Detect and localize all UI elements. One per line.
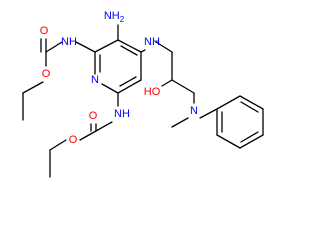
ring-bond-c2-c3 — [94, 39, 119, 53]
atom-ho: HO — [144, 86, 161, 98]
atom-n-amine: N — [190, 105, 198, 117]
bond-nh-right-ch2 — [155, 41, 173, 53]
atom-nh-right: NH — [144, 36, 160, 48]
atom-labels: NH2 NH O O N NH HO N NH O O — [40, 10, 198, 146]
bonds — [22, 24, 264, 178]
bond-carbonyl-oester-bottom — [79, 130, 97, 141]
phenyl-bond-5 — [216, 134, 241, 149]
bond-oester-ch2-left — [22, 81, 44, 94]
phenyl-bond-2-double — [240, 101, 259, 113]
atom-o-carbonyl-bottom: O — [89, 110, 98, 122]
ring-bond-c3-c4 — [117, 39, 142, 53]
bond-c4-nh-right — [140, 49, 146, 53]
bond-nh-carbonyl-left — [45, 41, 63, 53]
atom-o-ester-left: O — [42, 68, 51, 80]
structure-diagram: NH2 NH O O N NH HO N NH O O — [22, 10, 264, 178]
ring-bond-c6-n1 — [101, 83, 119, 94]
atom-nh2: NH2 — [104, 10, 125, 24]
ring-bond-c3-c4-double — [120, 45, 138, 56]
ring-bond-c5-c6 — [117, 79, 142, 94]
atom-o-carbonyl-left: O — [40, 25, 49, 37]
bond-nh-carbonyl-bottom — [95, 121, 113, 132]
phenyl-bond-1 — [216, 95, 241, 110]
bond-namine-methyl — [171, 117, 189, 128]
atom-o-ester-bottom: O — [69, 134, 78, 146]
atom-nh-bottom: NH — [114, 108, 130, 120]
phenyl-bond-4-double — [240, 131, 259, 143]
phenyl-bond-2 — [239, 95, 264, 110]
phenyl-bond-4 — [239, 134, 264, 149]
atom-nh2-subscript: 2 — [120, 15, 125, 24]
bond-choh-ho — [161, 79, 173, 87]
ring-bond-c5-c6-double — [119, 76, 137, 87]
atom-n-ring: N — [91, 74, 99, 86]
bond-oester-ch2-bottom — [49, 139, 67, 151]
atom-nh-left: NH — [61, 36, 77, 48]
bond-c2-nh-left — [75, 41, 96, 53]
bond-choh-ch2 — [171, 79, 195, 94]
bond-namine-phenyl — [199, 108, 218, 119]
